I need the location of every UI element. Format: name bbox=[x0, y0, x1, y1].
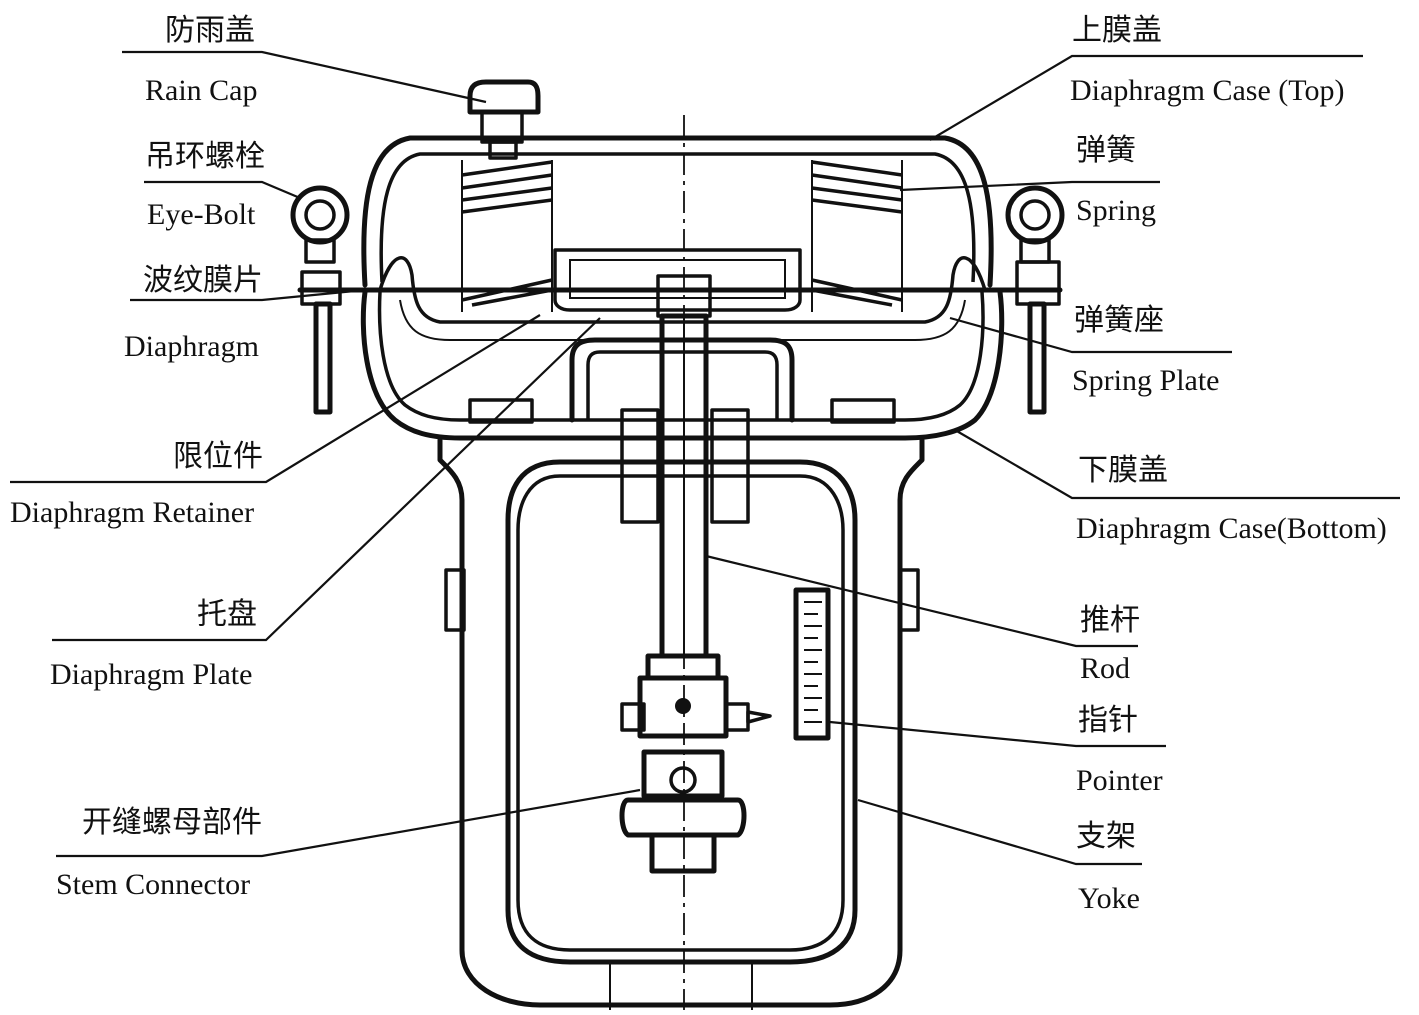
center-bolt-right bbox=[710, 408, 750, 524]
lower-case-outer bbox=[360, 289, 1005, 441]
label-spring-plate-en: Spring Plate bbox=[1072, 364, 1220, 397]
label-diaphragm-retainer-en: Diaphragm Retainer bbox=[10, 496, 254, 529]
label-case-top-zh: 上膜盖 bbox=[1072, 13, 1162, 48]
stem-connector bbox=[619, 749, 747, 874]
label-pointer-zh: 指针 bbox=[1078, 703, 1138, 738]
upper-case-outer bbox=[361, 135, 994, 288]
upper-case-inner bbox=[379, 152, 976, 283]
diaphragm-plate-cup bbox=[553, 248, 802, 312]
leader-rod bbox=[705, 554, 1138, 648]
case-bolt-left bbox=[468, 398, 534, 424]
leader-stem-connector bbox=[56, 788, 641, 858]
leader-eye-bolt bbox=[144, 180, 301, 200]
label-case-bottom-en: Diaphragm Case(Bottom) bbox=[1076, 512, 1387, 545]
center-bolt-left bbox=[620, 408, 660, 524]
yoke-side-boss-right bbox=[898, 568, 920, 632]
label-diaphragm-en: Diaphragm bbox=[124, 330, 259, 363]
lower-case-inner bbox=[377, 291, 985, 422]
leader-rain-cap bbox=[122, 50, 487, 104]
eye-bolt-right bbox=[1005, 185, 1065, 415]
leader-diaphragm-retainer bbox=[10, 314, 541, 484]
leader-case-top bbox=[929, 54, 1363, 141]
yoke-inner bbox=[505, 459, 858, 965]
yoke-inner-offset bbox=[516, 474, 845, 952]
label-yoke-zh: 支架 bbox=[1076, 819, 1136, 854]
label-eye-bolt-zh: 吊环螺栓 bbox=[145, 139, 265, 174]
label-rain-cap-zh: 防雨盖 bbox=[165, 13, 255, 48]
label-diaphragm-plate-en: Diaphragm Plate bbox=[50, 658, 252, 691]
label-spring-zh: 弹簧 bbox=[1076, 133, 1136, 168]
label-yoke-en: Yoke bbox=[1078, 882, 1140, 915]
rod bbox=[656, 274, 712, 659]
stem-clamp bbox=[620, 653, 772, 739]
leader-diaphragm bbox=[130, 288, 366, 302]
leader-yoke bbox=[857, 798, 1142, 866]
label-rod-en: Rod bbox=[1080, 652, 1130, 685]
leader-spring-plate bbox=[949, 316, 1232, 354]
label-case-bottom-zh: 下膜盖 bbox=[1078, 453, 1168, 488]
yoke-top-bracket bbox=[569, 337, 795, 423]
label-stem-connector-en: Stem Connector bbox=[56, 868, 250, 901]
rain-cap bbox=[467, 79, 541, 160]
label-case-top-en: Diaphragm Case (Top) bbox=[1070, 74, 1344, 107]
label-rain-cap-en: Rain Cap bbox=[145, 74, 258, 107]
label-diaphragm-plate-zh: 托盘 bbox=[197, 597, 257, 632]
travel-scale bbox=[793, 587, 831, 741]
diaphragm-retainer-line bbox=[399, 299, 966, 341]
label-pointer-en: Pointer bbox=[1076, 764, 1163, 797]
label-stem-connector-zh: 开缝螺母部件 bbox=[82, 805, 262, 840]
eye-bolt-left bbox=[290, 185, 350, 415]
leader-spring bbox=[899, 180, 1160, 192]
diaphragm-plate-inner bbox=[569, 259, 786, 299]
yoke-side-boss-left bbox=[444, 568, 466, 632]
label-diaphragm-retainer-zh: 限位件 bbox=[173, 439, 263, 474]
leader-case-bottom bbox=[954, 429, 1400, 500]
spring-right bbox=[811, 160, 903, 312]
case-bolt-right bbox=[830, 398, 896, 424]
yoke-outer bbox=[437, 437, 925, 1008]
leader-pointer bbox=[829, 720, 1166, 748]
label-spring-plate-zh: 弹簧座 bbox=[1074, 303, 1164, 338]
label-rod-zh: 推杆 bbox=[1080, 603, 1140, 638]
diaphragm-convolution bbox=[378, 256, 987, 324]
label-diaphragm-zh: 波纹膜片 bbox=[143, 263, 263, 298]
spring-left bbox=[461, 160, 553, 312]
label-spring-en: Spring bbox=[1076, 194, 1156, 227]
leader-diaphragm-plate bbox=[52, 317, 601, 642]
label-eye-bolt-en: Eye-Bolt bbox=[147, 198, 256, 231]
yoke-top-bracket-inner bbox=[586, 350, 779, 420]
actuator-drawing bbox=[10, 50, 1400, 1010]
